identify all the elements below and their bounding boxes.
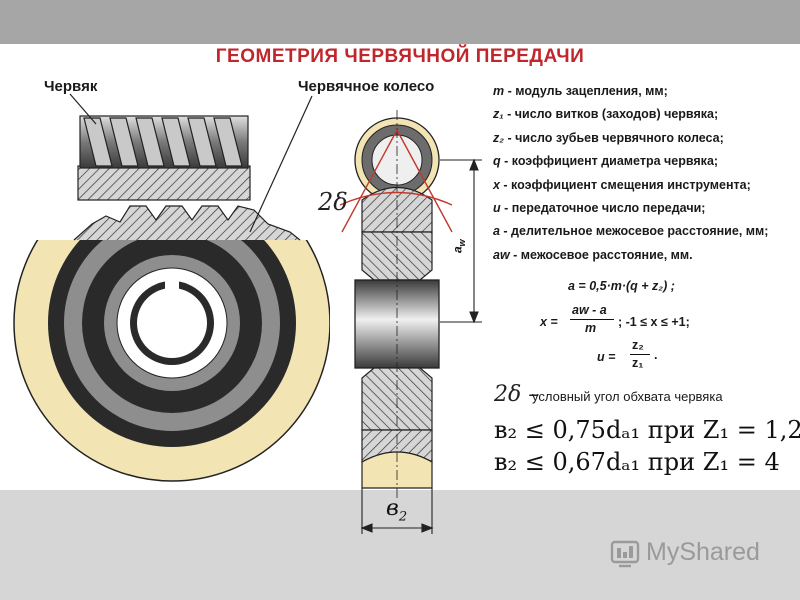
aw-label: aw bbox=[450, 239, 468, 254]
delta-angle-label: 2δ bbox=[318, 188, 348, 216]
worm-label: Червяк bbox=[44, 78, 98, 95]
wrap-angle-lines bbox=[339, 129, 453, 233]
worm-wheel-label: Червячное колесо bbox=[298, 78, 435, 95]
worm-wheel-front-view bbox=[13, 232, 330, 482]
formula-u-denominator: z₁ bbox=[632, 356, 644, 370]
legend-item: z₂ - число зубьев червячного колеса; bbox=[493, 130, 724, 145]
aw-dimension bbox=[440, 158, 482, 324]
legend-item: m - модуль зацепления, мм; bbox=[493, 84, 668, 98]
formula-x-numerator: aw - a bbox=[572, 303, 607, 317]
bottom-bar bbox=[0, 490, 800, 600]
b2-label: в2 bbox=[386, 496, 408, 525]
myshared-logo-icon bbox=[610, 540, 640, 568]
worm-leader bbox=[69, 93, 97, 125]
constraint-formula-2: в₂ ≤ 0,67dₐ₁ при Z₁ = 4 bbox=[494, 448, 780, 476]
formula-x-left: x = bbox=[540, 315, 558, 329]
formula-x-range: ; -1 ≤ x ≤ +1; bbox=[618, 315, 690, 329]
legend-item: x - коэффициент смещения инструмента; bbox=[493, 177, 751, 192]
formula-u-numerator: z₂ bbox=[632, 338, 644, 352]
watermark-text: MyShared bbox=[646, 538, 760, 566]
legend-item: z₁ - число витков (заходов) червяка; bbox=[493, 107, 719, 122]
legend-item: u - передаточное число передачи; bbox=[493, 200, 706, 215]
formula-x-denominator: m bbox=[585, 321, 597, 335]
formula-u-dot: . bbox=[654, 348, 658, 362]
top-bar bbox=[0, 0, 800, 44]
wheel-teeth bbox=[73, 205, 301, 241]
formula-u-left: u = bbox=[597, 350, 616, 364]
legend-item: a - делительное межосевое расстояние, мм… bbox=[493, 224, 769, 239]
legend-item: q - коэффициент диаметра червяка; bbox=[493, 154, 719, 169]
slide-title: ГЕОМЕТРИЯ ЧЕРВЯЧНОЙ ПЕРЕДАЧИ bbox=[215, 46, 585, 67]
notation-legend: m - модуль зацепления, мм; z₁ - число ви… bbox=[493, 80, 798, 267]
b2-dimension bbox=[360, 488, 434, 534]
worm-wheel-side-section bbox=[354, 110, 440, 500]
formula-u-fraction-bar bbox=[630, 354, 650, 356]
angle-note-symbol: 2δ – bbox=[494, 382, 540, 407]
wheel-leader bbox=[249, 95, 313, 233]
angle-note-text: условный угол обхвата червяка bbox=[532, 389, 723, 404]
formula-a: a = 0,5·m·(q + z₂) ; bbox=[568, 279, 675, 293]
worm-body bbox=[77, 115, 251, 201]
constraint-formula-1: в₂ ≤ 0,75dₐ₁ при Z₁ = 1,2 bbox=[494, 416, 800, 444]
formula-x-fraction-bar bbox=[570, 319, 614, 321]
legend-item: aw - межосевое расстояние, мм. bbox=[493, 247, 693, 262]
